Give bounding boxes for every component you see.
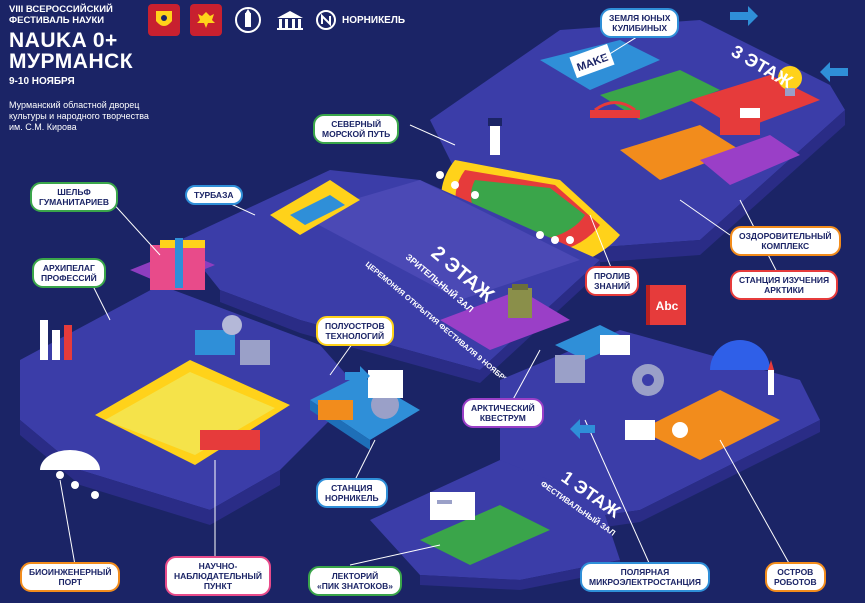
murmansk-coat-of-arms-icon [148,4,180,36]
zone-label-arctic-questroom[interactable]: АРКТИЧЕСКИЙ КВЕСТРУМ [462,398,544,428]
floor-2-area[interactable]: 2 ЭТАЖ ЗРИТЕЛЬНЫЙ ЗАЛ ЦЕРЕМОНИЯ ОТКРЫТИЯ… [180,170,600,398]
zone-label-science-observation-point[interactable]: НАУЧНО- НАБЛЮДАТЕЛЬНЫЙ ПУНКТ [165,556,271,596]
festival-brand: NAUKA 0+ МУРМАНСК [9,29,134,73]
arrow-left-icon [820,62,848,82]
festival-venue: Мурманский областной дворец культуры и н… [9,100,149,132]
entrance-arrows [345,6,848,439]
nornickel-station-area[interactable] [310,370,420,450]
msu-emblem-icon [232,4,264,36]
festival-line: VIII ВСЕРОССИЙСКИЙ ФЕСТИВАЛЬ НАУКИ [9,4,113,26]
stairs-dots [56,171,574,499]
nornickel-logo-icon: НОРНИКЕЛЬ [316,4,405,36]
zone-label-robot-island[interactable]: ОСТРОВ РОБОТОВ [765,562,826,592]
zone-label-health-complex[interactable]: ОЗДОРОВИТЕЛЬНЫЙ КОМПЛЕКС [730,226,841,256]
zone-label-lecture-hall[interactable]: ЛЕКТОРИЙ «ПИК ЗНАТОКОВ» [308,566,402,596]
zone-label-young-kulibins[interactable]: ЗЕМЛЯ ЮНЫХ КУЛИБИНЫХ [600,8,680,38]
floor-1-area[interactable]: Abc 1 ЭТАЖ ФЕСТИВАЛЬНЫЙ ЗАЛ [370,285,820,590]
zone-label-turbaza[interactable]: ТУРБАЗА [185,185,243,205]
zone-label-northern-sea-route[interactable]: СЕВЕРНЫЙ МОРСКОЙ ПУТЬ [313,114,400,144]
arrow-right-icon [730,6,758,26]
nornickel-logo-text: НОРНИКЕЛЬ [342,14,406,26]
zone-label-bioengineering-port[interactable]: БИОИНЖЕНЕРНЫЙ ПОРТ [20,562,121,592]
arrow-left-icon [570,419,595,439]
left-expo-area[interactable] [20,238,360,525]
festival-dates: 9-10 НОЯБРЯ [9,76,75,87]
arrow-right-icon [345,366,370,386]
zone-label-arctic-station[interactable]: СТАНЦИЯ ИЗУЧЕНИЯ АРКТИКИ [730,270,839,300]
building-icon [274,4,306,36]
zone-label-professions-archipelago[interactable]: АРХИПЕЛАГ ПРОФЕССИЙ [32,258,106,288]
partner-logos: НОРНИКЕЛЬ [148,4,405,36]
russia-eagle-emblem-icon [190,4,222,36]
zone-label-humanities-shelf[interactable]: ШЕЛЬФ ГУМАНИТАРИЕВ [30,182,118,212]
book-sign: Abc [656,299,679,313]
zone-label-polar-micro-power-station[interactable]: ПОЛЯРНАЯ МИКРОЭЛЕКТРОСТАНЦИЯ [580,562,710,592]
zone-label-knowledge-strait[interactable]: ПРОЛИВ ЗНАНИЙ [585,266,640,296]
zone-label-nornickel-station[interactable]: СТАНЦИЯ НОРНИКЕЛЬ [316,478,388,508]
leader-lines [59,34,791,566]
zone-label-tech-peninsula[interactable]: ПОЛУОСТРОВ ТЕХНОЛОГИЙ [316,316,394,346]
